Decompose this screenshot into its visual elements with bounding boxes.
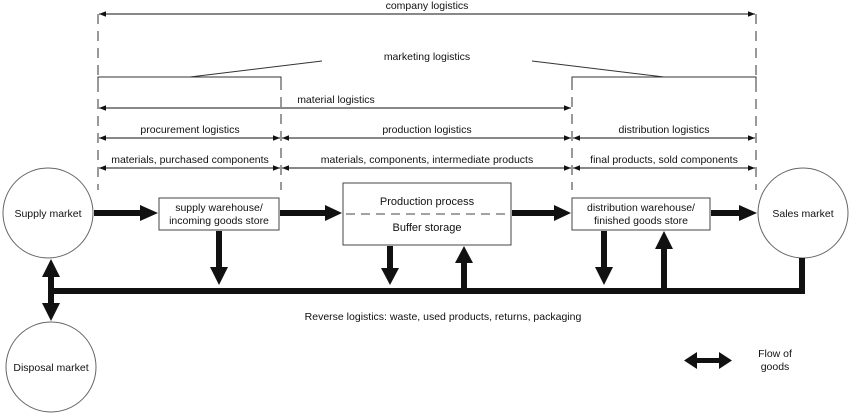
legend-bidirectional-arrow-icon [684,352,732,369]
procurement-goods-label: materials, purchased components [111,154,269,166]
material-logistics-span: material logistics [99,94,571,111]
marketing-logistics-bracket [97,60,757,90]
supply-warehouse-label-2: incoming goods store [169,215,269,227]
production-goods-span: materials, components, intermediate prod… [282,154,571,171]
distribution-logistics-label: distribution logistics [618,124,709,136]
company-logistics-label: company logistics [386,0,469,12]
distribution-warehouse-label-1: distribution warehouse/ [587,202,695,214]
procurement-logistics-label: procurement logistics [140,124,239,136]
arrow-distribution-down [595,231,613,285]
main-flow-arrows [94,205,757,221]
distribution-goods-label: final products, sold components [590,154,738,166]
distribution-logistics-span: distribution logistics [573,124,755,141]
legend: Flow of goods [684,348,792,373]
supply-warehouse-label-1: supply warehouse/ [175,202,263,214]
sales-market-node: Sales market [757,167,849,259]
reverse-logistics-label: Reverse logistics: waste, used products,… [305,311,582,323]
production-goods-label: materials, components, intermediate prod… [321,154,533,166]
arrow-distribution-up [655,231,673,289]
company-logistics-span: company logistics [99,0,755,17]
arrow-warehouse-down [210,231,228,285]
legend-label-1: Flow of [758,348,792,360]
marketing-logistics-label: marketing logistics [384,51,470,63]
distribution-warehouse-box: distribution warehouse/ finished goods s… [571,197,711,231]
arrow-supply-disposal-bidirectional [42,259,60,321]
supply-market-label: Supply market [14,208,81,220]
production-process-label: Production process [380,196,475,208]
material-logistics-label: material logistics [297,94,375,106]
buffer-storage-label: Buffer storage [393,222,462,234]
flow-arrow-distribution-to-sales [711,205,757,221]
procurement-goods-span: materials, purchased components [99,154,280,171]
flow-arrow-warehouse-to-production [280,205,342,221]
procurement-logistics-span: procurement logistics [99,124,280,141]
production-logistics-span: production logistics [282,124,571,141]
flow-arrow-production-to-distribution [512,205,571,221]
disposal-market-label: Disposal market [13,362,88,374]
dashed-guides [97,14,757,190]
production-logistics-label: production logistics [382,124,471,136]
reverse-logistics-bar [49,258,805,294]
flow-arrow-supply-to-warehouse [94,205,158,221]
vertical-flow-arrows [42,231,673,321]
supply-market-node: Supply market [2,167,94,259]
arrow-production-up [455,246,473,289]
production-box: Production process Buffer storage [342,182,512,246]
sales-market-label: Sales market [772,208,833,220]
legend-label-2: goods [761,361,790,373]
supply-warehouse-box: supply warehouse/ incoming goods store [158,197,280,231]
arrow-production-down [381,246,399,285]
disposal-market-node: Disposal market [5,321,97,413]
distribution-goods-span: final products, sold components [573,154,755,171]
distribution-warehouse-label-2: finished goods store [594,215,688,227]
